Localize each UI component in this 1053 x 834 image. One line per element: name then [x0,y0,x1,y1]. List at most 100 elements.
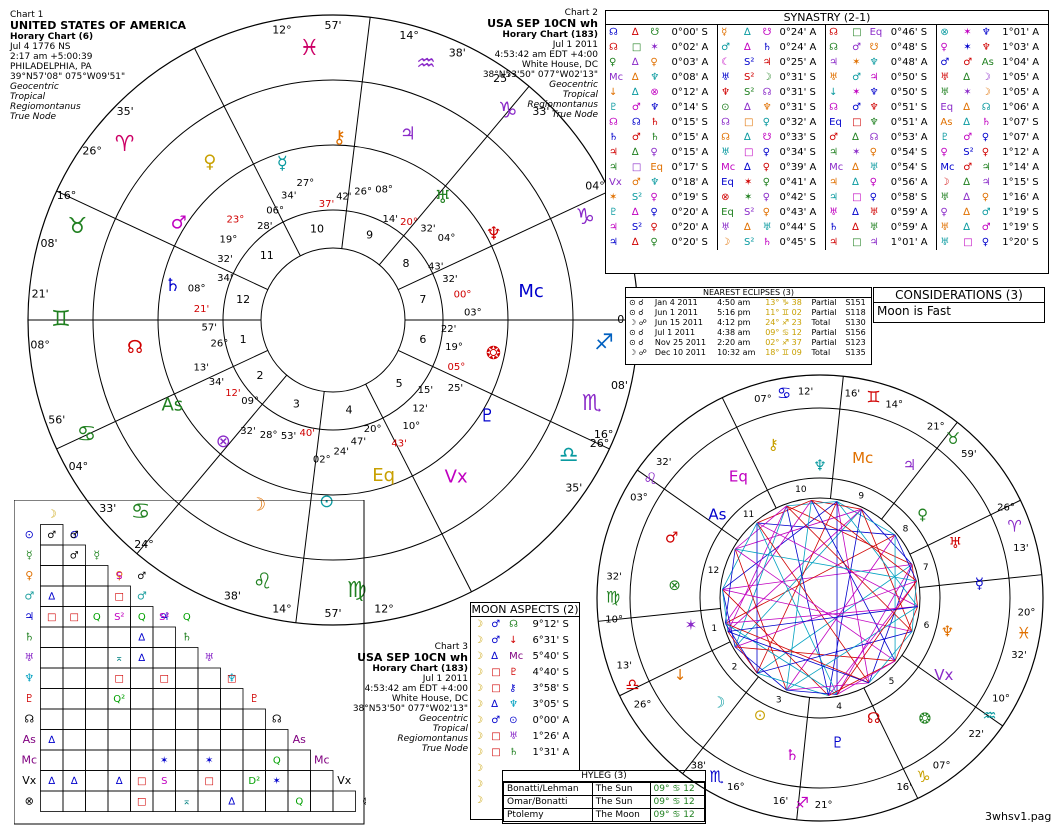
grid-cell [332,790,356,812]
glyph-cell: ☊ [981,102,991,113]
grid-cell [62,626,86,648]
aspect-grid-cells: ☽⊙⊙☿☿♀♀♂♂♃♃♄♄♅♅♆♆♇♇☊☊AsAsMcMcVxVx⊗⊗♂♂♂S♂… [21,507,366,807]
house-number: 8 [903,524,909,534]
zodiac-sign-glyph: ♓ [299,36,319,61]
planet-glyph: ↓ [674,666,687,684]
glyph-cell: ✶ [744,177,753,188]
glyph-cell: ⊗ [721,192,730,203]
grid-cell [197,708,221,730]
orb-cell: 1°12' A [1002,147,1040,158]
planet-degree-label: 10° [402,421,420,432]
grid-cell [62,790,86,812]
grid-aspect-glyph: ✶ [205,755,213,766]
aspect-line [811,500,917,582]
moon-aspect-cell: ☽ [474,667,483,678]
eclipse-cell: 4:12 pm [717,318,751,327]
orb-cell: 0°15' A [668,145,719,160]
zodiac-sign-glyph: ♋ [777,384,791,403]
glyph-cell: Eq [869,27,883,38]
chart3-header: Chart 3 USA SEP 10CN wh Horary Chart (18… [350,642,468,754]
orb-cell: 0°19' S [668,190,719,205]
planet-glyph: ♇ [831,733,844,751]
grid-cell [310,770,334,792]
eclipse-cell: S135 [845,348,866,357]
planet-degree-label: 28° [260,430,278,441]
orb-cell: 0°59' A [887,220,938,235]
glyph-cell: Mc [940,162,955,173]
house-number: 9 [366,229,373,242]
glyph-cell: ♃ [981,162,991,173]
glyph-cell: ∆ [852,222,859,233]
moon-aspect-cell: ∆ [491,651,498,662]
glyph-cell: □ [852,117,862,128]
house-cusp-line [881,421,958,520]
orb-cell: 0°43' A [776,205,827,220]
planet-degree-label: 42' [336,191,351,202]
synastry-title: SYNASTRY (2-1) [606,11,1048,25]
glyph-cell: Eq [940,102,954,113]
glyph-cell: ☽ [762,72,772,83]
glyph-cell: ♀ [762,117,770,128]
grid-frame [14,500,365,825]
hyleg-cell: Bonatti/Lehman [503,782,593,796]
chart2-italic: True Node [551,110,598,120]
eclipse-cell: 09° ♋ 12 [765,328,802,337]
grid-cell [107,708,131,730]
moon-aspect-row: ☽ [471,761,579,777]
orb-cell: 1°07' A [1002,132,1040,143]
wheel3-cusps [598,376,1042,820]
glyph-cell: ♂ [981,207,991,218]
house-cusp-line [398,190,610,291]
zodiac-sign-glyph: ♎ [625,675,639,694]
glyph-cell: ✶ [852,57,861,68]
moon-aspect-row: ☽ [471,777,579,793]
sign-minute-label: 33' [532,105,549,118]
grid-row-planet: Vx [22,774,37,787]
aspect-line [727,631,758,674]
orb-cell: 0°15' S [668,115,719,130]
glyph-cell: ♀ [650,147,658,158]
glyph-cell: ☾ [721,57,731,68]
planet-degree-label: 20° [364,424,382,435]
glyph-cell: ∆ [963,102,970,113]
house-cusp-line [619,641,731,697]
grid-diagonal-planet: ☿ [93,548,100,561]
eclipse-cell: ⊙ ☌ [629,338,644,347]
orb-cell: 1°14' A [1002,162,1040,173]
aspect-line [756,522,838,695]
zodiac-sign-glyph: ♈ [1007,517,1021,536]
synastry-row: ♃∆♀0°20' S☽S²♄0°45' S♃□♃1°01' A♅□♀1°20' … [606,235,1048,250]
glyph-cell: ♀ [869,192,877,203]
planet-degree-label: 12' [225,388,240,399]
hyleg-cell: The Moon [591,808,651,822]
glyph-cell: Eq [650,162,664,173]
orb-cell: 0°15' A [668,130,719,145]
moon-aspect-row: ☽ [471,793,579,809]
planet-glyph: Vx [445,467,468,488]
aspect-line [725,534,896,624]
grid-cell [40,544,64,566]
planet-glyph: ☊ [127,337,143,358]
glyph-cell: ♃ [609,222,618,233]
sign-minute-label: 16' [773,796,788,807]
chart1-line: PHILADELPHIA, PA [10,62,92,72]
glyph-cell: ♅ [829,207,839,218]
moon-aspect-cell: ⊙ [509,715,518,726]
orb-cell: 0°02' A [668,40,719,55]
chart1-line: 39°N57'08" 075°W09'51" [10,72,126,82]
grid-cell [40,647,64,669]
grid-aspect-glyph: ∆ [47,776,55,787]
eclipse-cell: S123 [845,338,866,347]
eclipse-cell: ⊙ ☌ [629,298,644,307]
chart1-italic: True Node [10,112,57,122]
grid-cell [242,790,266,812]
aspect-line [735,646,896,662]
glyph-cell: ♆ [762,102,772,113]
glyph-cell: ♂ [963,162,973,173]
glyph-cell: ♀ [981,132,990,143]
sign-minute-label: 38' [691,760,706,771]
grid-row-planet: ☿ [26,548,33,561]
grid-row-planet: ☊ [24,712,34,725]
grid-cell [220,708,244,730]
